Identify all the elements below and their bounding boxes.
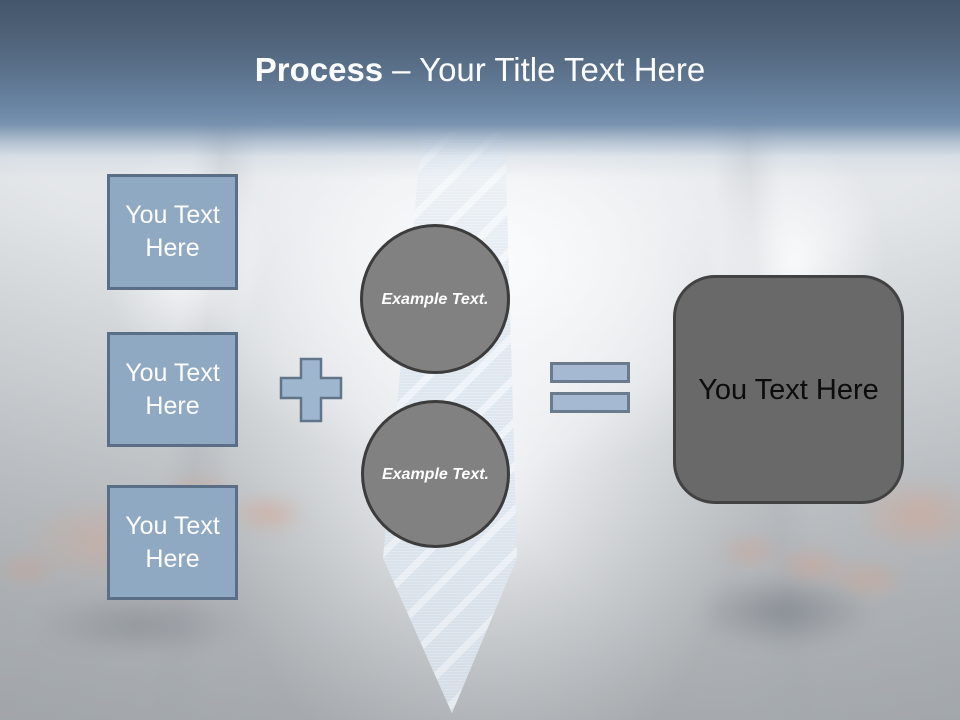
input-box-3[interactable]: You Text Here bbox=[107, 485, 238, 600]
input-box-label: You Text Here bbox=[125, 201, 220, 262]
title-keyword: Process bbox=[254, 51, 384, 88]
circle-label: Example Text. bbox=[381, 465, 489, 483]
circle-label: Example Text. bbox=[381, 290, 489, 308]
input-box-1[interactable]: You Text Here bbox=[107, 174, 238, 290]
equals-bar-bottom bbox=[550, 392, 630, 413]
input-box-label: You Text Here bbox=[125, 358, 220, 420]
plus-icon[interactable] bbox=[278, 356, 344, 424]
title-band bbox=[0, 0, 960, 178]
plus-shape bbox=[279, 357, 343, 423]
example-circle-1[interactable]: Example Text. bbox=[360, 224, 510, 374]
equals-icon[interactable] bbox=[550, 362, 630, 413]
equals-bar-top bbox=[550, 362, 630, 383]
result-label: You Text Here bbox=[698, 373, 879, 406]
example-circle-2[interactable]: Example Text. bbox=[361, 400, 510, 548]
title-subtitle: – Your Title Text Here bbox=[392, 51, 706, 88]
result-box[interactable]: You Text Here bbox=[673, 275, 904, 504]
input-box-2[interactable]: You Text Here bbox=[107, 332, 238, 447]
slide-title[interactable]: Process– Your Title Text Here bbox=[0, 50, 960, 90]
input-box-label: You Text Here bbox=[125, 511, 220, 573]
